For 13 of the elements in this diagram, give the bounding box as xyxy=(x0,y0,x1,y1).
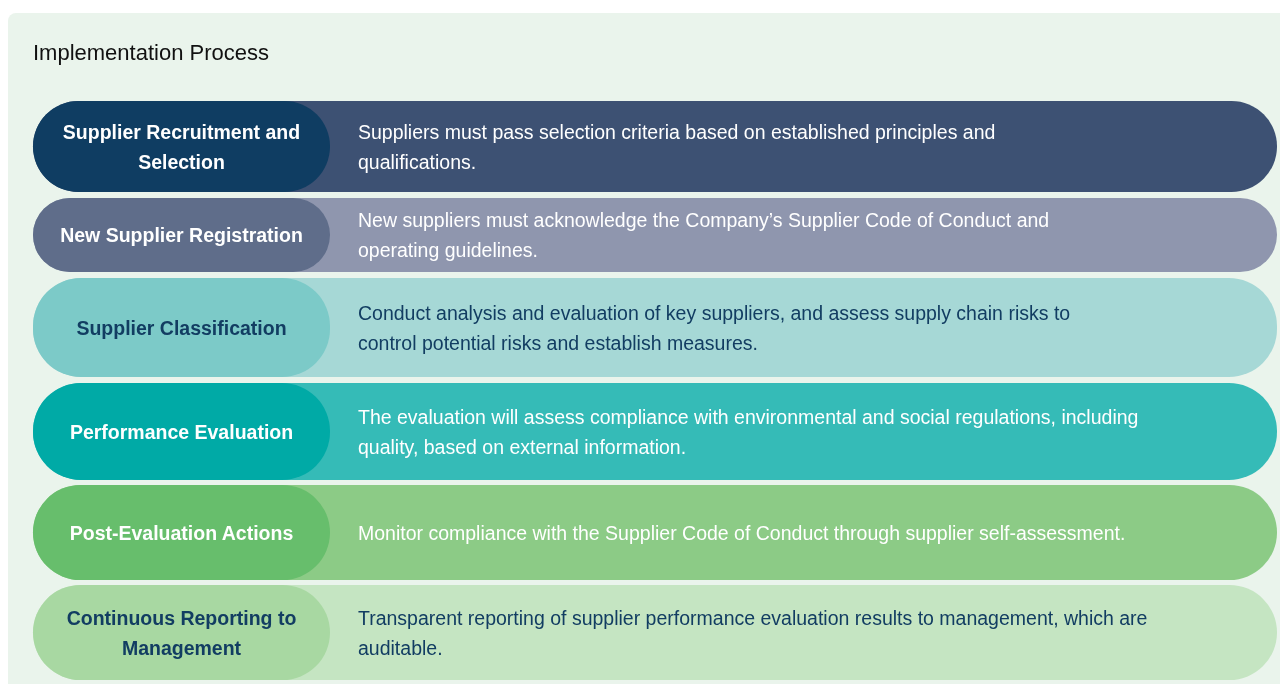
step-heading: New Supplier Registration xyxy=(33,198,330,272)
step-heading: Supplier Recruitment and Selection xyxy=(33,101,330,192)
step-heading: Supplier Classification xyxy=(33,278,330,377)
step-description: The evaluation will assess compliance with environmental and social regulations, including quality, based on external information. xyxy=(358,404,1140,460)
title: Implementation Process xyxy=(33,40,269,66)
step-heading: Continuous Reporting to Management xyxy=(33,585,330,680)
step-description: Suppliers must pass selection criteria based on established principles and qualifications. xyxy=(358,119,997,175)
step-heading: Performance Evaluation xyxy=(33,383,330,480)
step-description: Transparent reporting of supplier performance evaluation results to management, which are auditable. xyxy=(358,605,1148,661)
step-heading: Post-Evaluation Actions xyxy=(33,485,330,580)
step-description: Conduct analysis and evaluation of key suppliers, and assess supply chain risks to control potential risks and establish measures. xyxy=(358,300,1072,356)
step-description: Monitor compliance with the Supplier Code of Conduct through supplier self-assessment. xyxy=(358,520,1127,546)
step-description: New suppliers must acknowledge the Company’s Supplier Code of Conduct and operating guidelines. xyxy=(358,208,1051,263)
